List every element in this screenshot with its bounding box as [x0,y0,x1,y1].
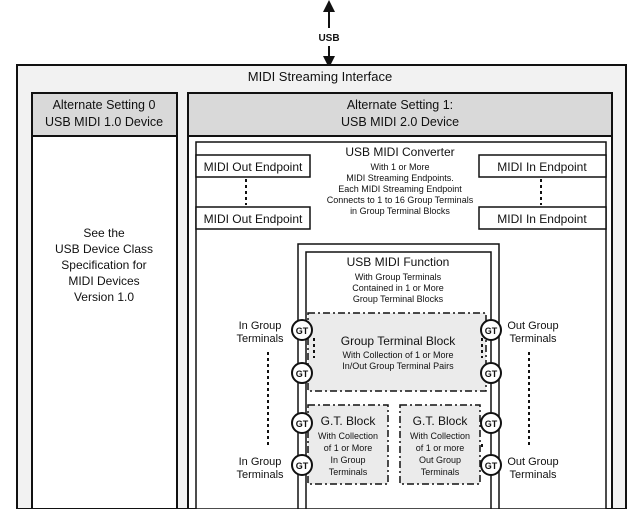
alt0-box [31,92,178,509]
out-group-terminals-label: Terminals [509,333,557,345]
midi-in-endpoint-bottom-label: MIDI In Endpoint [497,212,587,226]
midi-in-endpoints: MIDI In Endpoint MIDI In Endpoint [478,154,607,230]
alt1-header [187,92,613,137]
gt-block-in-desc-line: In Group [330,455,365,465]
in-group-terminals-bottom: In Group Terminals [236,456,284,481]
function-title: USB MIDI Function [347,255,450,269]
gt-circle-in-3 [291,412,313,434]
in-group-terminals-label: In Group [239,320,282,332]
midi-out-endpoint-top-label: MIDI Out Endpoint [204,160,303,174]
out-group-terminals-label: Out Group [507,456,558,468]
gt-label: GT [485,326,498,336]
alt0-body-line: MIDI Devices [68,274,139,288]
alt0-body-line: See the [83,226,125,240]
function-desc-line: With Group Terminals [355,272,442,282]
converter-title: USB MIDI Converter [345,145,454,159]
function-desc-line: Group Terminal Blocks [353,294,444,304]
gt-block-desc-line: With Collection of 1 or More [342,350,453,360]
gt-label: GT [485,461,498,471]
gt-terminal: GT [291,362,313,384]
alt0-title-line1: Alternate Setting 0 [53,98,156,112]
gt-terminal: GT [480,362,502,384]
in-group-terminals-label: Terminals [236,333,284,345]
gt-circle-out-1 [480,319,502,341]
out-group-terminals-label: Terminals [509,469,557,481]
alt0-body-line: Version 1.0 [74,290,134,304]
out-group-terminals-top: Out Group Terminals [507,320,558,345]
gt-label: GT [296,419,309,429]
in-group-terminals-label: Terminals [236,469,284,481]
function-desc-line: Contained in 1 or More [352,283,444,293]
in-group-terminals-label: In Group [239,456,282,468]
midi-out-endpoint-bottom [195,206,311,230]
midi-in-endpoint-top [478,154,607,178]
gt-terminal: GT [480,454,502,476]
group-terminal-block: Group Terminal Block With Collection of … [307,312,487,392]
converter-desc-line: Connects to 1 to 16 Group Terminals [327,195,474,205]
alt0-title-line2: USB MIDI 1.0 Device [45,115,163,129]
gt-block-out-title: G.T. Block [413,414,469,428]
out-group-terminals-bottom: Out Group Terminals [507,456,558,481]
gt-block-out-desc-line: of 1 or more [416,443,465,453]
gt-block-in: G.T. Block With Collection of 1 or More … [307,404,389,485]
gt-terminal: GT [291,454,313,476]
gt-terminal: GT [291,319,313,341]
midi-in-endpoint-top-label: MIDI In Endpoint [497,160,587,174]
gt-block-out-desc-line: With Collection [410,431,470,441]
gt-terminal: GT [480,412,502,434]
midi-out-endpoint-top [195,154,311,178]
gt-circle-out-3 [480,412,502,434]
gt-block-in-desc-line: Terminals [329,467,368,477]
gt-block-desc-line: In/Out Group Terminal Pairs [342,361,454,371]
interface-title: MIDI Streaming Interface [248,69,393,84]
gt-block-out: G.T. Block With Collection of 1 or more … [399,404,483,485]
alt1-title-line1: Alternate Setting 1: [347,98,453,112]
gt-circle-in-2 [291,362,313,384]
usb-label: USB [318,33,339,44]
alt0-body-line: USB Device Class [55,242,153,256]
out-group-terminals-label: Out Group [507,320,558,332]
gt-block-out-box [399,404,481,485]
gt-label: GT [485,369,498,379]
alt0-body-line: Specification for [61,258,146,272]
gt-circle-in-1 [291,319,313,341]
usb-connection: USB [318,0,340,68]
converter-desc-line: MIDI Streaming Endpoints. [346,173,454,183]
gt-block-in-desc-line: With Collection [318,431,378,441]
gt-block-in-desc-line: of 1 or More [324,443,373,453]
gt-block-out-desc-line: Terminals [421,467,460,477]
gt-label: GT [485,419,498,429]
gt-label: GT [296,326,309,336]
gt-circle-out-4 [480,454,502,476]
converter-desc-line: Each MIDI Streaming Endpoint [338,184,462,194]
gt-block-out-desc-line: Out Group [419,455,461,465]
converter-desc-line: in Group Terminal Blocks [350,206,450,216]
alternate-setting-0: Alternate Setting 0 USB MIDI 1.0 Device … [31,92,178,509]
gt-label: GT [296,461,309,471]
gt-terminal: GT [291,412,313,434]
alt1-title-line2: USB MIDI 2.0 Device [341,115,459,129]
midi-in-endpoint-bottom [478,206,607,230]
converter-desc-line: With 1 or More [370,162,429,172]
in-group-terminals-top: In Group Terminals [236,320,284,345]
gt-block-in-box [307,404,389,485]
midi-out-endpoints: MIDI Out Endpoint MIDI Out Endpoint [195,154,311,230]
gt-block-in-title: G.T. Block [321,414,377,428]
gt-label: GT [296,369,309,379]
gt-block-title: Group Terminal Block [341,334,456,348]
gt-block-box [307,312,487,392]
midi-out-endpoint-bottom-label: MIDI Out Endpoint [204,212,303,226]
gt-circle-in-4 [291,454,313,476]
alt0-header [31,92,178,137]
gt-terminal: GT [480,319,502,341]
gt-circle-out-2 [480,362,502,384]
